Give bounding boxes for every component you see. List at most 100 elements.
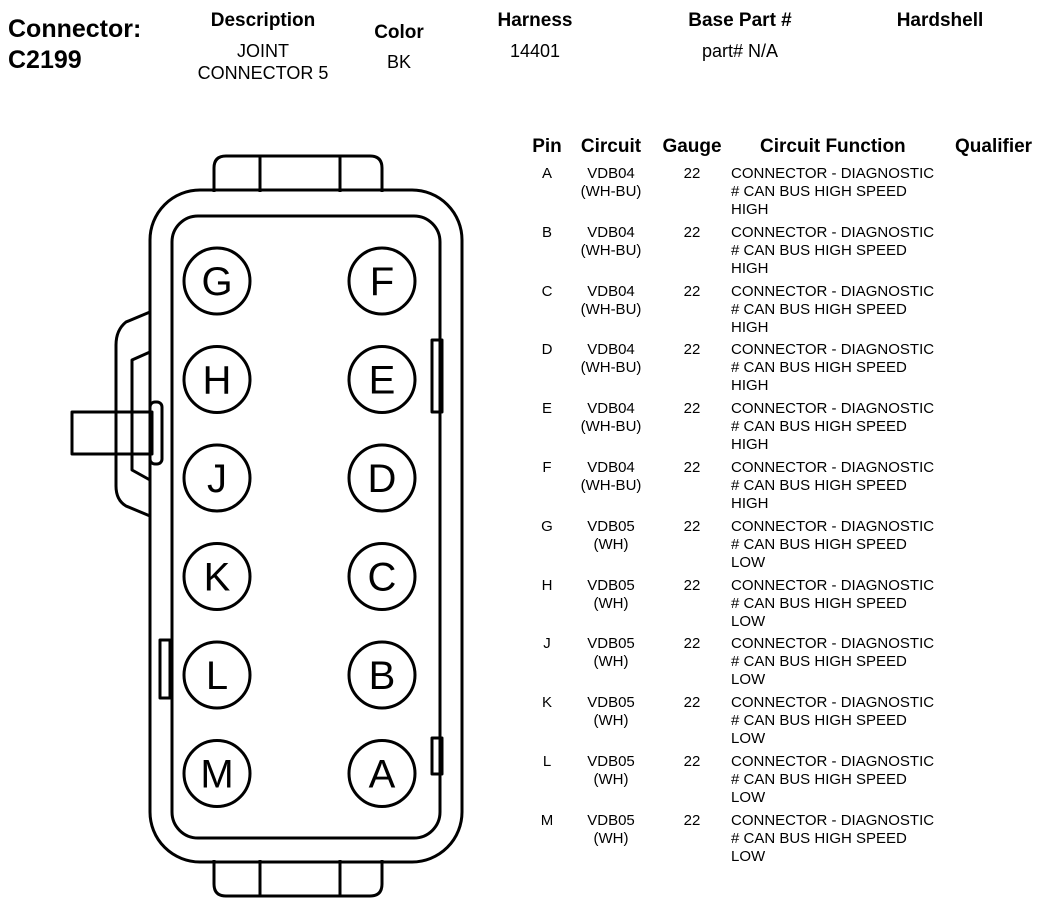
column-header-qualifier: Qualifier <box>955 136 1033 157</box>
circuit-cell: VDB04(WH-BU) <box>565 341 657 377</box>
pin-label: H <box>203 359 232 403</box>
circuit-function-line: LOW <box>731 847 766 865</box>
gauge-cell: 22 <box>683 694 701 712</box>
circuit-cell: VDB05(WH) <box>565 518 657 554</box>
circuit-id: VDB04 <box>587 223 635 241</box>
circuit-color: (WH) <box>593 653 629 671</box>
circuit-id: VDB05 <box>587 576 635 594</box>
description-label: Description <box>210 10 316 31</box>
circuit-function-line: CONNECTOR - DIAGNOSTIC <box>731 517 935 535</box>
column-header-gauge: Gauge <box>662 136 722 157</box>
circuit-function-cell: CONNECTOR - DIAGNOSTIC# CAN BUS HIGH SPE… <box>731 753 961 807</box>
pin-cell: M <box>540 811 554 829</box>
top-latch <box>212 154 384 192</box>
circuit-color: (WH) <box>593 594 629 612</box>
pin-label: J <box>207 457 227 501</box>
circuit-function-cell: CONNECTOR - DIAGNOSTIC# CAN BUS HIGH SPE… <box>731 635 961 689</box>
column-header-circuit: Circuit <box>580 136 642 157</box>
circuit-id: VDB04 <box>587 282 635 300</box>
gauge-cell: 22 <box>683 400 701 418</box>
circuit-color: (WH-BU) <box>580 477 642 494</box>
circuit-id: VDB04 <box>587 400 635 418</box>
circuit-cell: VDB05(WH) <box>565 577 657 613</box>
gauge-cell: 22 <box>683 341 701 359</box>
pin-cavity <box>182 345 252 414</box>
circuit-color: (WH-BU) <box>580 241 642 259</box>
pin-cavity <box>347 739 417 808</box>
circuit-color: (WH) <box>593 829 629 847</box>
circuit-function-cell: CONNECTOR - DIAGNOSTIC# CAN BUS HIGH SPE… <box>731 694 961 748</box>
color-label: Color <box>374 22 424 43</box>
circuit-id: VDB05 <box>587 753 635 770</box>
inner-cavity <box>170 214 442 840</box>
description-value: JOINT CONNECTOR 5 <box>163 40 363 84</box>
circuit-function-line: HIGH <box>731 259 769 277</box>
pin-cavity <box>347 345 417 414</box>
gauge-cell: 22 <box>683 517 701 535</box>
side-lock-key <box>70 410 154 456</box>
circuit-function-line: HIGH <box>731 318 769 336</box>
circuit-function-line: HIGH <box>731 201 769 218</box>
pin-label: E <box>369 359 396 403</box>
pin-label: A <box>369 753 396 797</box>
circuit-function-line: # CAN BUS HIGH SPEED <box>731 359 907 377</box>
circuit-function-cell: CONNECTOR - DIAGNOSTIC# CAN BUS HIGH SPE… <box>731 577 961 631</box>
pin-label: F <box>370 260 394 304</box>
base-part-value: part# N/A <box>701 41 779 61</box>
gauge-cell: 22 <box>683 459 701 476</box>
circuit-color: (WH-BU) <box>580 418 642 436</box>
circuit-function-line: HIGH <box>731 495 769 512</box>
pin-cell: F <box>542 459 552 476</box>
circuit-cell: VDB05(WH) <box>565 812 657 848</box>
gauge-cell: 22 <box>683 753 701 770</box>
pin-label: D <box>368 457 397 501</box>
circuit-color: (WH-BU) <box>580 359 642 377</box>
circuit-cell: VDB05(WH) <box>565 753 657 789</box>
circuit-function-line: CONNECTOR - DIAGNOSTIC <box>731 459 935 476</box>
circuit-function-cell: CONNECTOR - DIAGNOSTIC# CAN BUS HIGH SPE… <box>731 459 961 513</box>
circuit-color: (WH-BU) <box>580 300 642 318</box>
pin-cell: C <box>541 282 553 300</box>
circuit-id: VDB05 <box>587 635 635 653</box>
pin-cavity <box>182 443 252 513</box>
circuit-id: VDB05 <box>587 694 635 712</box>
connector-heading: Connector: C2199 <box>8 14 141 76</box>
side-lock-inner <box>130 350 151 482</box>
gauge-cell: 22 <box>683 576 701 594</box>
circuit-function-line: # CAN BUS HIGH SPEED <box>731 418 907 436</box>
circuit-cell: VDB05(WH) <box>565 635 657 671</box>
pin-label: G <box>201 260 232 304</box>
circuit-function-line: LOW <box>731 789 766 806</box>
circuit-cell: VDB04(WH-BU) <box>565 224 657 260</box>
pin-cavity <box>347 443 417 513</box>
circuit-color: (WH) <box>593 535 629 553</box>
pin-label: L <box>206 654 228 698</box>
circuit-function-line: # CAN BUS HIGH SPEED <box>731 771 907 788</box>
pin-cavity <box>182 640 252 710</box>
color-value: BK <box>386 52 411 72</box>
circuit-cell: VDB04(WH-BU) <box>565 283 657 319</box>
circuit-function-cell: CONNECTOR - DIAGNOSTIC# CAN BUS HIGH SPE… <box>731 165 961 219</box>
table-row: K VDB05(WH) 22 CONNECTOR - DIAGNOSTIC# CAN … <box>0 694 1046 752</box>
circuit-function-line: CONNECTOR - DIAGNOSTIC <box>731 576 935 594</box>
circuit-function-line: # CAN BUS HIGH SPEED <box>731 183 907 200</box>
pin-cell: K <box>541 694 552 712</box>
column-header-pin: Pin <box>532 136 562 157</box>
pin-cell: B <box>541 223 552 241</box>
pin-cavity <box>347 640 417 710</box>
gauge-cell: 22 <box>683 811 701 829</box>
circuit-function-line: CONNECTOR - DIAGNOSTIC <box>731 341 935 359</box>
circuit-color: (WH-BU) <box>580 183 642 200</box>
circuit-cell: VDB05(WH) <box>565 694 657 730</box>
hardshell-label: Hardshell <box>896 10 984 31</box>
circuit-cell: VDB04(WH-BU) <box>565 400 657 436</box>
pin-label: M <box>200 753 233 797</box>
circuit-function-cell: CONNECTOR - DIAGNOSTIC# CAN BUS HIGH SPE… <box>731 283 961 337</box>
outer-shell <box>148 188 464 864</box>
